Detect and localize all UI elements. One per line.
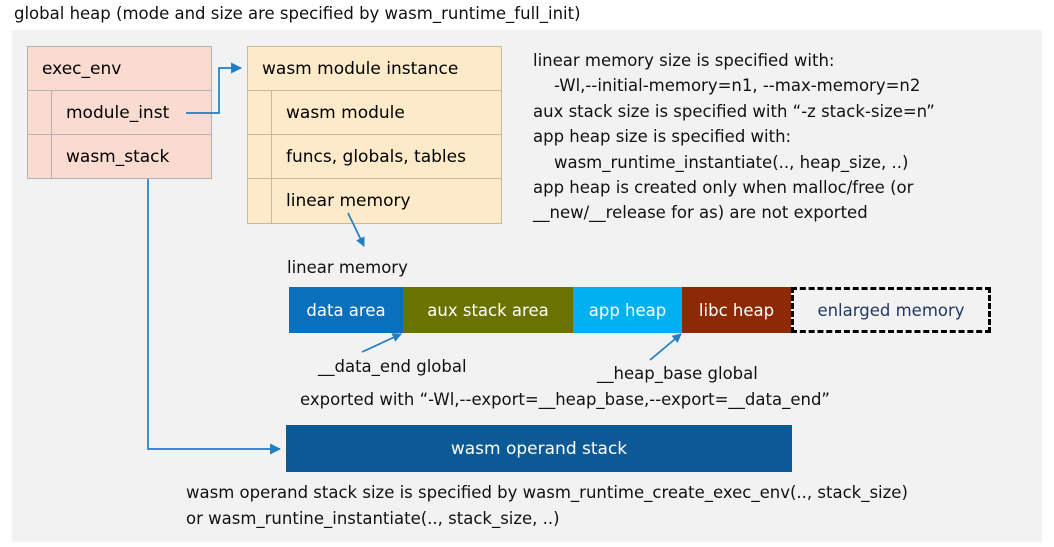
memory-segment-app-heap: app heap <box>573 287 682 333</box>
memory-segment-aux-stack-area: aux stack area <box>403 287 573 333</box>
exec-env-field-wasm-stack: wasm_stack <box>27 134 212 179</box>
module-instance-field-wasm-module: wasm module <box>247 90 502 135</box>
operand-stack-note: wasm operand stack size is specified by … <box>186 483 908 528</box>
exec-env-field-module-inst: module_inst <box>27 90 212 135</box>
memory-segment-data-area-label: data area <box>306 300 386 320</box>
memory-segment-data-area: data area <box>289 287 403 333</box>
module-instance-field-wasm-module-label: wasm module <box>286 102 405 123</box>
memory-segment-libc-heap-label: libc heap <box>698 300 775 320</box>
module-instance-header-label: wasm module instance <box>262 58 459 79</box>
exec-env-field-wasm-stack-label: wasm_stack <box>66 146 170 167</box>
module-instance-field-funcs-globals-tables: funcs, globals, tables <box>247 134 502 179</box>
module-instance-field-linear-memory: linear memory <box>247 178 502 224</box>
module-instance-gutter-2 <box>248 135 272 178</box>
memory-segment-aux-stack-area-label: aux stack area <box>427 300 549 320</box>
annotation-data-end: __data_end global <box>318 357 467 376</box>
exec-env-header-label: exec_env <box>42 58 122 79</box>
memory-segment-libc-heap: libc heap <box>682 287 791 333</box>
exec-env-gutter-2 <box>28 135 52 178</box>
memory-config-notes: linear memory size is specified with: -W… <box>533 51 935 223</box>
exec-env-field-module-inst-label: module_inst <box>66 102 170 123</box>
linear-memory-strip-label: linear memory <box>287 258 408 277</box>
wasm-operand-stack-bar: wasm operand stack <box>286 425 792 472</box>
page-title: global heap (mode and size are specified… <box>14 4 581 23</box>
exec-env-header-row: exec_env <box>27 46 212 91</box>
module-instance-gutter-3 <box>248 179 272 223</box>
memory-segment-enlarged-memory: enlarged memory <box>791 287 991 333</box>
memory-segment-enlarged-memory-label: enlarged memory <box>817 300 965 320</box>
module-instance-gutter-1 <box>248 91 272 134</box>
exec-env-box: exec_env module_inst wasm_stack <box>27 46 212 179</box>
annotation-exported-with: exported with “-Wl,--export=__heap_base,… <box>300 390 830 409</box>
module-instance-field-linear-memory-label: linear memory <box>286 191 411 211</box>
wasm-module-instance-box: wasm module instance wasm module funcs, … <box>247 46 502 225</box>
module-instance-header-row: wasm module instance <box>247 46 502 91</box>
wasm-operand-stack-label: wasm operand stack <box>450 438 628 459</box>
annotation-heap-base: __heap_base global <box>597 364 758 383</box>
exec-env-gutter-1 <box>28 91 52 134</box>
module-instance-field-funcs-globals-tables-label: funcs, globals, tables <box>286 146 466 167</box>
memory-segment-app-heap-label: app heap <box>588 300 667 320</box>
